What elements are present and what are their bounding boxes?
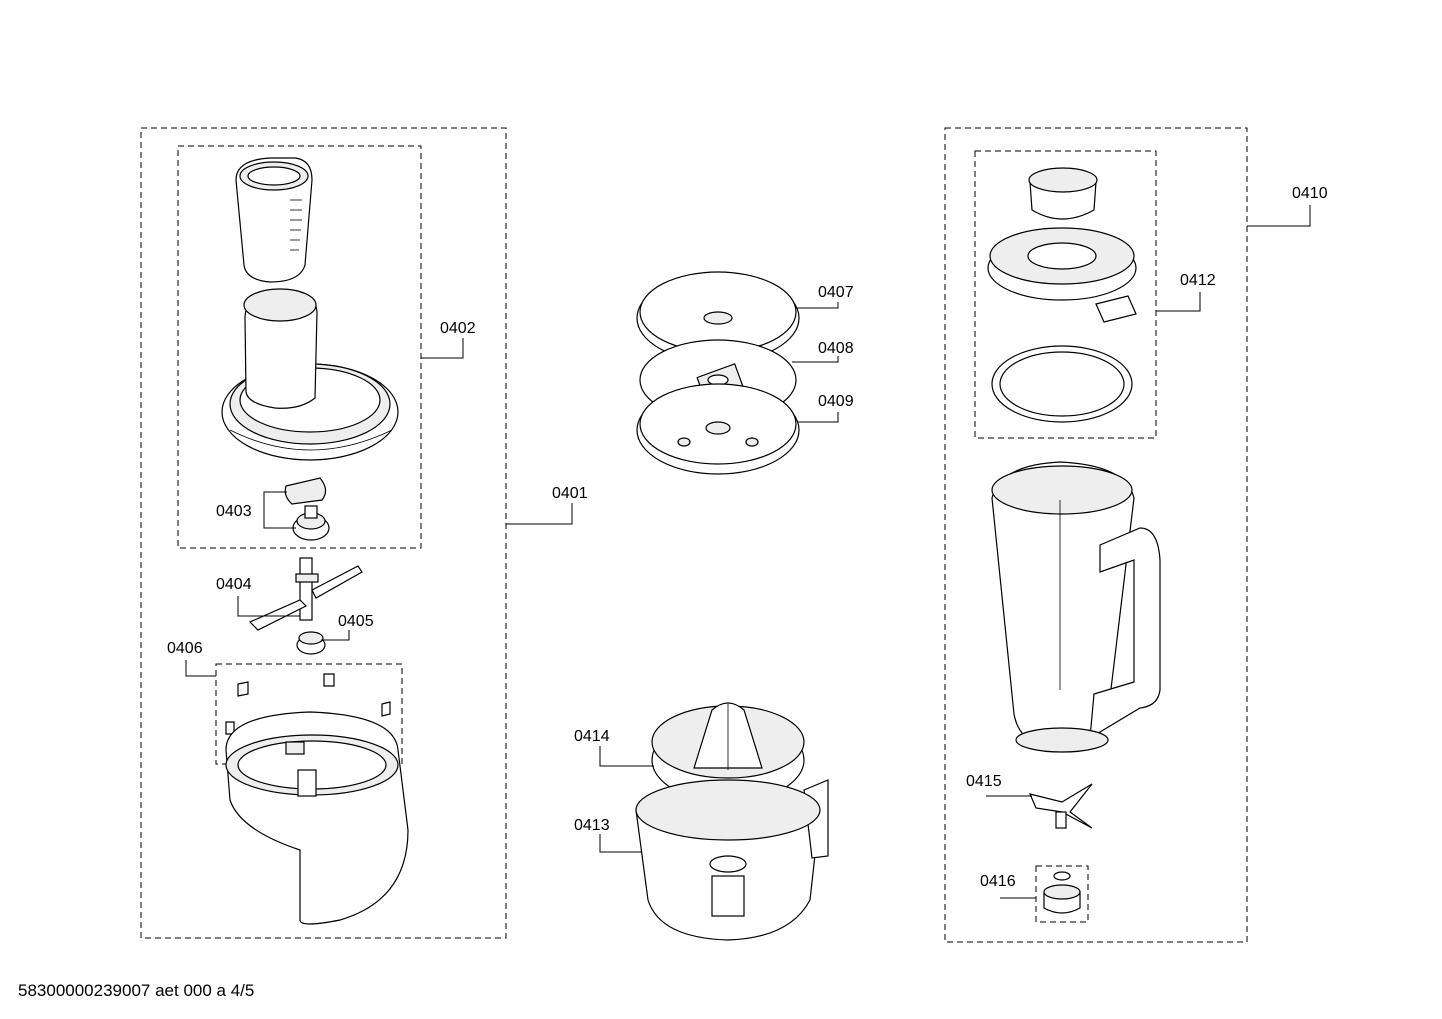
label-0401: 0401 <box>552 485 588 502</box>
label-0410: 0410 <box>1292 185 1328 202</box>
lid-with-feed-tube <box>221 288 399 461</box>
citrus-cone <box>651 702 805 803</box>
blender-blade <box>1028 783 1093 829</box>
label-0412: 0412 <box>1180 272 1216 289</box>
label-0405: 0405 <box>338 613 374 630</box>
juice-container <box>635 779 829 941</box>
label-0413: 0413 <box>574 817 610 834</box>
work-bowl <box>225 711 409 925</box>
lid-seal-ring <box>991 345 1133 423</box>
label-0415: 0415 <box>966 773 1002 790</box>
blade-knife <box>248 557 363 631</box>
seal-part <box>284 477 327 505</box>
drive-coupling <box>292 505 330 541</box>
blade-coupling <box>1043 871 1081 914</box>
grating-disc-coarse <box>636 383 800 475</box>
measuring-cap <box>1028 167 1098 220</box>
group-box-0412 <box>974 150 1157 439</box>
label-0416: 0416 <box>980 873 1016 890</box>
food-pusher <box>235 157 313 283</box>
grating-disc-fine <box>636 271 800 363</box>
label-0403: 0403 <box>216 503 252 520</box>
label-0414: 0414 <box>574 728 610 745</box>
group-box-0416 <box>1035 865 1089 923</box>
label-0406: 0406 <box>167 640 203 657</box>
label-0409: 0409 <box>818 393 854 410</box>
blender-lid <box>987 227 1137 323</box>
label-0407: 0407 <box>818 284 854 301</box>
blender-jug <box>991 461 1161 753</box>
group-box-0402 <box>177 145 422 549</box>
drive-cap <box>296 631 326 655</box>
label-0402: 0402 <box>440 320 476 337</box>
label-0408: 0408 <box>818 340 854 357</box>
label-0404: 0404 <box>216 576 252 593</box>
group-box-0401 <box>140 127 507 939</box>
clip-parts <box>225 673 391 735</box>
group-box-0406 <box>215 663 403 765</box>
document-code: 58300000239007 aet 000 a 4/5 <box>18 981 255 1000</box>
group-box-0410 <box>944 127 1248 943</box>
